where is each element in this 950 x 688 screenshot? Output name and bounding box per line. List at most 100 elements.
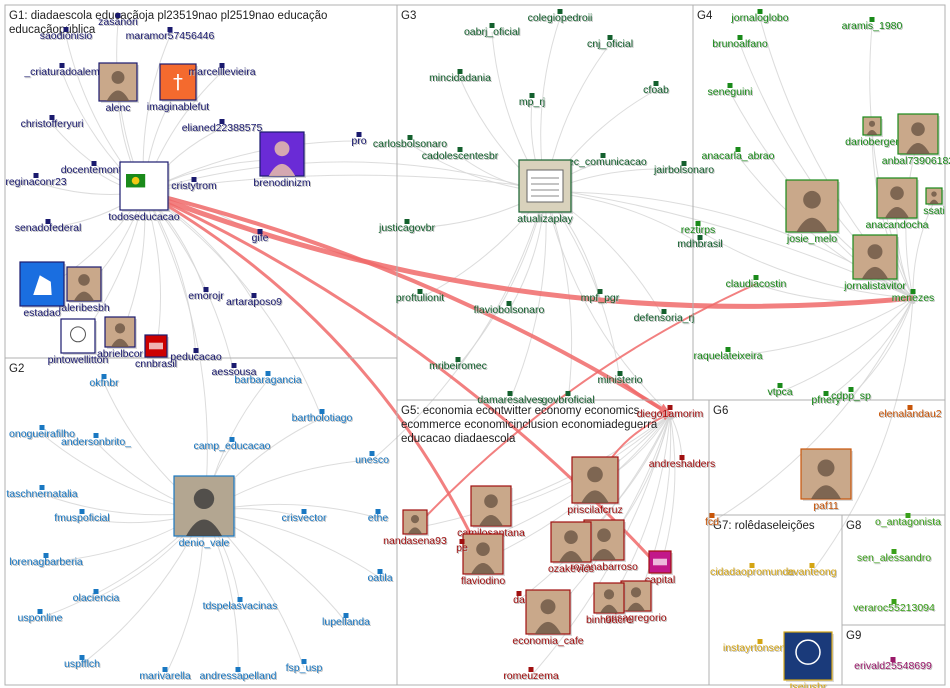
node-andersonbrito-[interactable]: andersonbrito_andersonbrito_	[61, 433, 132, 449]
node-camilosantana[interactable]: camilosantanacamilosantana	[457, 485, 526, 540]
node--criaturadoalem[interactable]: _criaturadoalem_criaturadoalem	[23, 63, 101, 79]
node-da[interactable]: dada	[513, 591, 526, 607]
